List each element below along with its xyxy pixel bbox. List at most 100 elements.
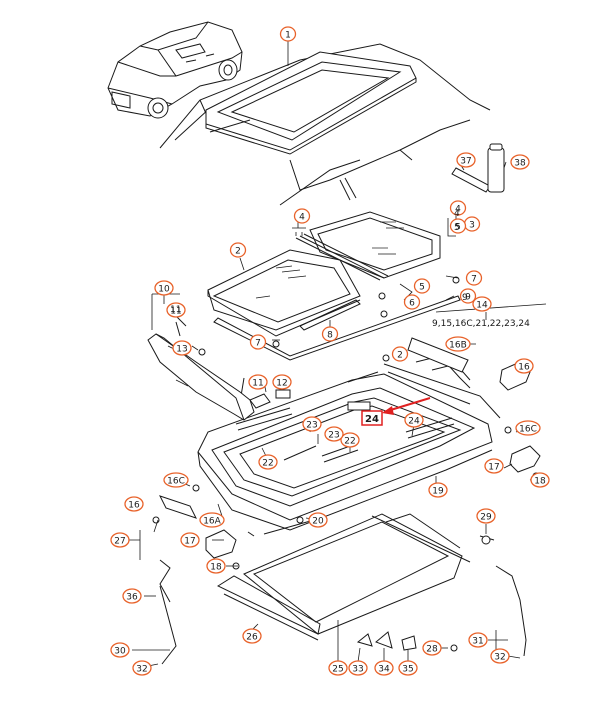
callout-bubble — [391, 346, 409, 362]
callout-7: 7 — [249, 334, 267, 350]
callout-number: 16C — [167, 476, 185, 486]
callout-number: 1 — [285, 30, 291, 40]
callout-bubble — [328, 660, 348, 676]
callout-bubble — [340, 432, 360, 448]
callout-32: 32 — [132, 660, 152, 676]
callout-number: 36 — [126, 592, 138, 602]
callout-bubble — [163, 472, 189, 488]
callout-number: 11 — [252, 378, 263, 388]
callout-number: 19 — [432, 486, 444, 496]
callout-number: 16 — [128, 500, 140, 510]
callout-12: 12 — [272, 374, 292, 390]
callout-bubble — [465, 270, 483, 286]
callout-16: 16 — [124, 496, 144, 512]
callout-bubble — [248, 374, 268, 390]
callout-bubble — [404, 412, 424, 428]
callout-bubble — [308, 512, 328, 528]
callout-number: 4 — [299, 212, 305, 222]
callout-23: 23 — [302, 416, 322, 432]
callout-27: 27 — [110, 532, 130, 548]
callout-bubble — [172, 340, 192, 356]
callout-bubble — [422, 640, 442, 656]
callout-number: 7 — [255, 338, 261, 348]
callout-bubble — [199, 512, 225, 528]
callout-number: 23 — [328, 430, 339, 440]
callout-6: 6 — [403, 294, 421, 310]
callout-2: 2 — [229, 242, 247, 258]
callout-23: 23 — [324, 426, 344, 442]
callout-5: 5 — [413, 278, 431, 294]
callout-bubble — [468, 632, 488, 648]
bracket-label-11: 11 — [170, 305, 181, 315]
callout-number: 7 — [471, 274, 477, 284]
callout-number: 34 — [378, 664, 390, 674]
callout-bubble — [180, 532, 200, 548]
callout-bubble — [515, 420, 541, 436]
callout-number: 32 — [494, 652, 505, 662]
callout-bubble — [449, 218, 467, 234]
callout-bubble — [122, 588, 142, 604]
bracket-label-list: 9,15,16C,21,22,23,24 — [432, 319, 530, 329]
callout-number: 16 — [518, 362, 530, 372]
callout-bubble — [206, 558, 226, 574]
callout-number: 14 — [476, 300, 488, 310]
sunroof-frame — [197, 355, 501, 531]
side-trims — [147, 311, 271, 421]
callout-16c: 16C — [515, 420, 541, 436]
callout-number: 22 — [344, 436, 355, 446]
callout-number: 12 — [276, 378, 287, 388]
callout-number: 23 — [306, 420, 317, 430]
callout-number: 6 — [409, 298, 415, 308]
callout-bubble — [472, 296, 492, 312]
callout-number: 22 — [262, 458, 273, 468]
arrow-head — [382, 406, 394, 415]
callout-number: 27 — [114, 536, 125, 546]
callout-bubble — [456, 152, 476, 168]
callout-number: 9 — [465, 292, 471, 302]
callout-number: 32 — [136, 664, 147, 674]
callout-bubble — [132, 660, 152, 676]
callout-bubble — [348, 660, 368, 676]
callout-number: 4 — [455, 204, 461, 214]
bracket-label-5: 5 — [454, 223, 460, 233]
callout-18: 18 — [530, 472, 550, 488]
callout-number: 5 — [455, 222, 461, 232]
callout-bubble — [403, 294, 421, 310]
callout-number: 10 — [158, 284, 170, 294]
callout-24: 24 — [404, 412, 424, 428]
callout-16a: 16A — [199, 512, 225, 528]
callout-bubble — [166, 302, 186, 318]
callout-26: 26 — [242, 628, 262, 644]
callout-number: 2 — [235, 246, 241, 256]
callout-bubble — [110, 532, 130, 548]
callout-bubble — [229, 242, 247, 258]
glass-panels — [207, 211, 441, 337]
callout-38: 38 — [510, 154, 530, 170]
callout-33: 33 — [348, 660, 368, 676]
callout-4: 4 — [449, 200, 467, 216]
callout-bubble — [249, 334, 267, 350]
callout-13: 13 — [172, 340, 192, 356]
callout-bubble — [124, 496, 144, 512]
callout-number: 16B — [449, 340, 467, 350]
callout-19: 19 — [428, 482, 448, 498]
callout-number: 31 — [472, 636, 483, 646]
callout-number: 5 — [419, 282, 425, 292]
callout-bubble — [272, 374, 292, 390]
callout-17: 17 — [484, 458, 504, 474]
callout-37: 37 — [456, 152, 476, 168]
callout-25: 25 — [328, 660, 348, 676]
callout-8: 8 — [321, 326, 339, 342]
callout-number: 17 — [488, 462, 499, 472]
callout-number: 17 — [184, 536, 195, 546]
callout-5: 5 — [449, 218, 467, 234]
callout-bubble — [242, 628, 262, 644]
callout-3: 3 — [463, 216, 481, 232]
bracket-label-4: 4 — [454, 209, 460, 219]
callout-bubble — [374, 660, 394, 676]
callout-bubble — [110, 642, 130, 658]
callout-bubble — [490, 648, 510, 664]
callout-bubble — [321, 326, 339, 342]
